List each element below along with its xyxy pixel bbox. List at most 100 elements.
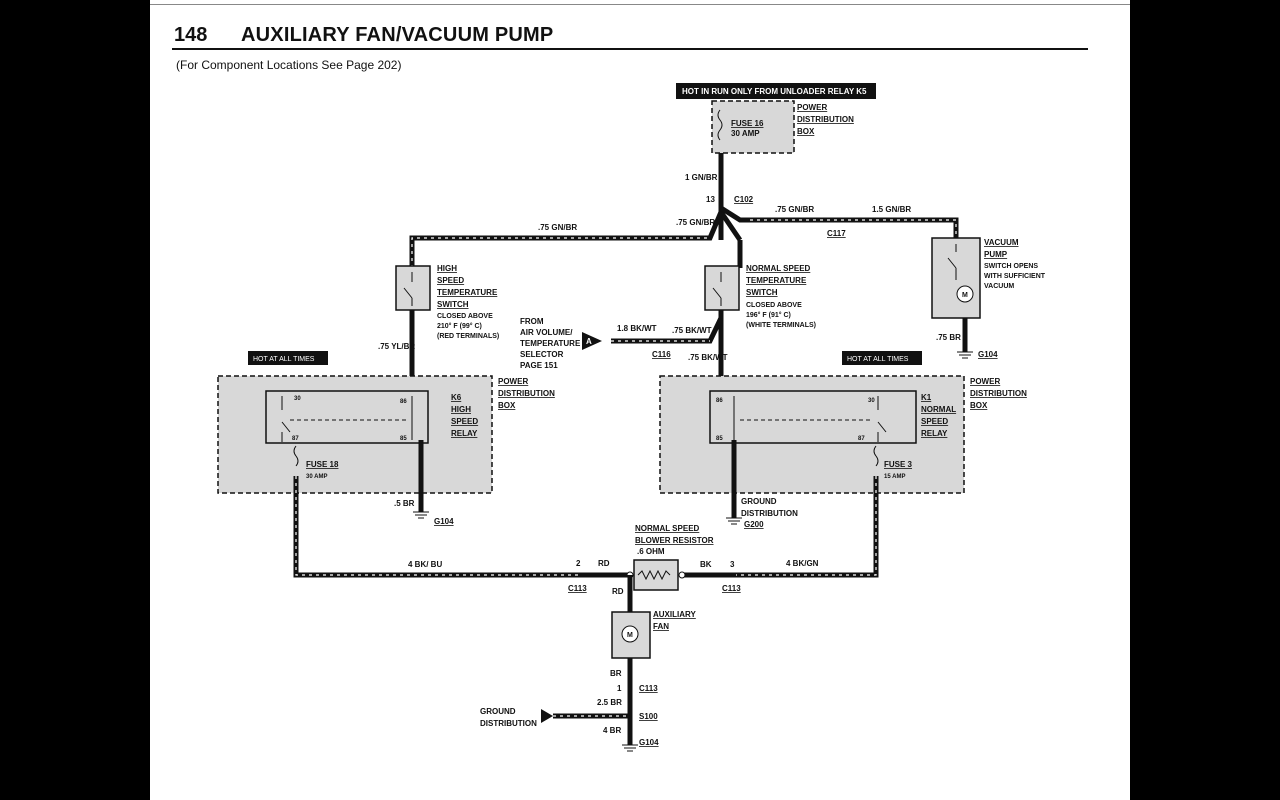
label-rd2: RD xyxy=(612,587,624,596)
schematic-page: 148 AUXILIARY FAN/VACUUM PUMP (For Compo… xyxy=(150,0,1130,800)
hot-in-run-text: HOT IN RUN ONLY FROM UNLOADER RELAY K5 xyxy=(682,87,867,96)
k1-pin-87: 87 xyxy=(858,436,865,442)
high-switch-note-1: CLOSED ABOVE xyxy=(437,313,493,320)
ground-icon-g200 xyxy=(726,517,742,525)
high-switch-name-4: SWITCH xyxy=(437,300,469,309)
ground-dist-mid-2: DISTRIBUTION xyxy=(741,509,798,518)
pdb-top-line3: BOX xyxy=(797,127,815,136)
vacuum-note-1: SWITCH OPENS xyxy=(984,263,1038,270)
ground-dist-bottom-2: DISTRIBUTION xyxy=(480,719,537,728)
label-1gnbr: 1 GN/BR xyxy=(685,173,718,182)
k1-pin-85: 85 xyxy=(716,436,723,442)
normal-switch-note-2: 196° F (91° C) xyxy=(746,311,791,319)
page-subtitle: (For Component Locations See Page 202) xyxy=(176,58,402,72)
normal-switch-note-3: (WHITE TERMINALS) xyxy=(746,322,816,329)
ground-dist-bottom-1: GROUND xyxy=(480,707,516,716)
page-number: 148 xyxy=(174,24,208,46)
k1-name-4: RELAY xyxy=(921,429,948,438)
aux-motor-letter: M xyxy=(627,632,633,639)
label-g104-c: G104 xyxy=(639,738,659,747)
label-c102: C102 xyxy=(734,195,754,204)
label-pin2: 2 xyxy=(576,559,581,568)
pdb-left-line3: BOX xyxy=(498,401,516,410)
normal-switch-name-1: NORMAL SPEED xyxy=(746,264,811,273)
label-75gnbr-c: .75 GN/BR xyxy=(538,223,577,232)
selector-line-5: PAGE 151 xyxy=(520,361,558,370)
ground-icon-g104-a xyxy=(957,351,973,359)
pdb-right-box xyxy=(659,375,965,494)
label-pin1: 1 xyxy=(617,684,622,693)
label-s100: S100 xyxy=(639,712,658,721)
k1-name-2: NORMAL xyxy=(921,405,956,414)
k6-name-1: K6 xyxy=(451,393,462,402)
vacuum-pump-motor-icon xyxy=(956,285,974,303)
label-4br: 4 BR xyxy=(603,726,621,735)
label-75gnbr-b: .75 GN/BR xyxy=(676,218,715,227)
hot-right-text: HOT AT ALL TIMES xyxy=(847,356,909,363)
k1-name-1: K1 xyxy=(921,393,932,402)
label-75ylbr: .75 YL/BR xyxy=(378,342,415,351)
wiring-diagram: HOT IN RUN ONLY FROM UNLOADER RELAY K5 F… xyxy=(217,83,1046,752)
high-switch-name-1: HIGH xyxy=(437,264,457,273)
label-75br: .75 BR xyxy=(936,333,961,342)
label-25br: 2.5 BR xyxy=(597,698,622,707)
normal-switch-name-2: TEMPERATURE xyxy=(746,276,807,285)
fuse3-symbol xyxy=(873,445,879,467)
ground-icon-g104-b xyxy=(413,511,429,519)
label-c113-c: C113 xyxy=(639,684,658,693)
hot-right-banner xyxy=(842,351,922,365)
pdb-top-line2: DISTRIBUTION xyxy=(797,115,854,124)
fuse18-label: FUSE 18 xyxy=(306,460,339,469)
label-pin3: 3 xyxy=(730,560,735,569)
hot-in-run-banner xyxy=(676,83,876,99)
label-75bkwt-b: .75 BK/WT xyxy=(688,353,728,362)
resistor-icon xyxy=(637,569,671,581)
label-c113-b: C113 xyxy=(722,584,741,593)
resistor-name-1: NORMAL SPEED xyxy=(635,524,700,533)
fuse16-rating: 30 AMP xyxy=(731,129,760,138)
normal-switch-note-1: CLOSED ABOVE xyxy=(746,302,802,309)
ground-dist-arrow xyxy=(541,709,553,723)
high-speed-switch-box xyxy=(395,265,431,311)
k6-name-2: HIGH xyxy=(451,405,471,414)
k1-name-3: SPEED xyxy=(921,417,948,426)
high-switch-name-2: SPEED xyxy=(437,276,464,285)
selector-line-4: SELECTOR xyxy=(520,350,564,359)
wire-to-high-switch xyxy=(409,211,724,268)
label-br: BR xyxy=(610,669,622,678)
pdb-right-line3: BOX xyxy=(970,401,988,410)
title-rule xyxy=(172,48,1088,50)
k1-relay-box xyxy=(709,390,917,444)
label-4bkgn: 4 BK/GN xyxy=(786,559,819,568)
label-15gnbr: 1.5 GN/BR xyxy=(872,205,911,214)
pdb-left-line1: POWER xyxy=(498,377,528,386)
pdb-right-line1: POWER xyxy=(970,377,1000,386)
label-c117: C117 xyxy=(827,229,846,238)
ground-dist-mid-1: GROUND xyxy=(741,497,777,506)
pdb-top-line1: POWER xyxy=(797,103,827,112)
aux-fan-motor-icon xyxy=(621,625,639,643)
fuse16-label: FUSE 16 xyxy=(731,119,764,128)
pdb-left-box xyxy=(217,375,493,494)
vacuum-pump-name-2: PUMP xyxy=(984,250,1008,259)
label-rd1: RD xyxy=(598,559,610,568)
label-75bkwt: .75 BK/WT xyxy=(672,326,712,335)
label-18bkwt: 1.8 BK/WT xyxy=(617,324,657,333)
fuse3-rating: 15 AMP xyxy=(884,474,905,480)
vacuum-motor-letter: M xyxy=(962,292,968,299)
vacuum-pump-name-1: VACUUM xyxy=(984,238,1019,247)
fuse16-box xyxy=(711,100,795,154)
normal-switch-name-3: SWITCH xyxy=(746,288,778,297)
label-c102-pin: 13 xyxy=(706,195,715,204)
resistor-name-2: BLOWER RESISTOR xyxy=(635,536,714,545)
resistor-value: .6 OHM xyxy=(637,547,665,556)
top-border xyxy=(150,4,1130,5)
hot-left-text: HOT AT ALL TIMES xyxy=(253,356,315,363)
selector-line-3: TEMPERATURE xyxy=(520,339,581,348)
k1-pin-86: 86 xyxy=(716,398,723,404)
vacuum-note-3: VACUUM xyxy=(984,283,1014,290)
hot-left-banner xyxy=(248,351,328,365)
high-switch-note-2: 210° F (99° C) xyxy=(437,322,482,330)
high-switch-note-3: (RED TERMINALS) xyxy=(437,333,499,340)
normal-speed-switch-box xyxy=(704,265,740,311)
